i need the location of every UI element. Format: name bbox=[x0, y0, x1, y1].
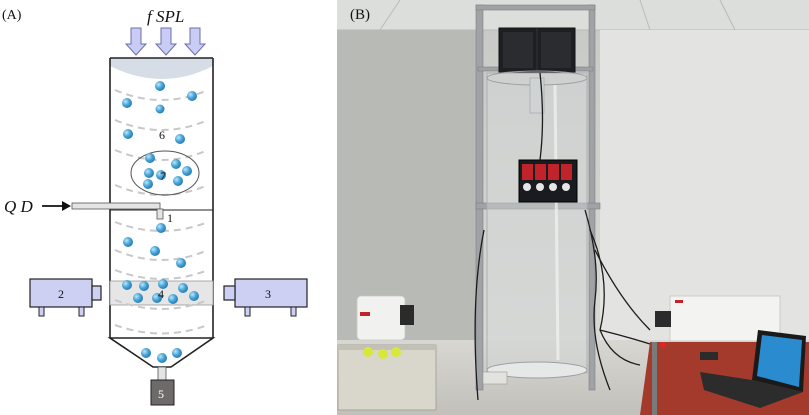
control-unit bbox=[518, 159, 578, 203]
number-3: 3 bbox=[265, 287, 271, 301]
inlet-label: Q D bbox=[4, 197, 34, 216]
flow-streamlines bbox=[114, 89, 209, 335]
panel-a-label: (A) bbox=[2, 8, 22, 23]
speaker-box bbox=[498, 27, 576, 74]
down-arrow-icon bbox=[124, 27, 148, 56]
component-numbers: 6 7 1 4 bbox=[158, 128, 173, 301]
laptop bbox=[700, 330, 806, 408]
panel-a-schematic: (A) f SPL bbox=[2, 7, 308, 406]
gas-inlet: Q D bbox=[4, 197, 164, 220]
column-top-cap bbox=[110, 58, 213, 79]
down-arrow-icon bbox=[183, 27, 207, 56]
right-arrow-icon bbox=[62, 201, 71, 211]
panel-b-label: (B) bbox=[350, 7, 370, 23]
number-4: 4 bbox=[158, 287, 164, 301]
number-6: 6 bbox=[159, 128, 165, 142]
sound-source-label: f SPL bbox=[147, 7, 184, 26]
column-cone bbox=[107, 337, 216, 368]
down-arrow-icon bbox=[154, 27, 178, 56]
number-5: 5 bbox=[158, 387, 164, 401]
number-7: 7 bbox=[160, 169, 166, 183]
device-2: 2 bbox=[29, 278, 102, 317]
outlet-5: 5 bbox=[150, 366, 175, 406]
inlet-nozzle bbox=[156, 208, 164, 220]
number-2: 2 bbox=[58, 287, 64, 301]
left-laser-device bbox=[337, 295, 437, 411]
inlet-pipe bbox=[71, 202, 161, 210]
panel-b-photo: (B) bbox=[337, 0, 809, 415]
transparent-column bbox=[486, 70, 588, 379]
floor-box bbox=[482, 371, 508, 385]
sound-input-arrows bbox=[124, 27, 207, 56]
zoom-region bbox=[130, 150, 200, 196]
particles bbox=[122, 81, 199, 363]
device-3: 3 bbox=[223, 278, 308, 317]
number-1: 1 bbox=[167, 211, 173, 225]
